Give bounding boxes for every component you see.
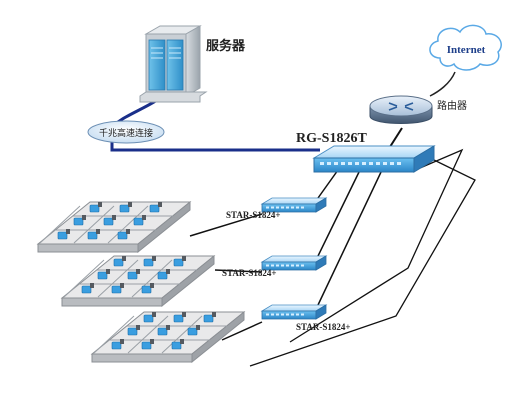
server-label: 服务器 [206,38,246,53]
core-switch-label: RG-S1826T [296,131,367,146]
access-pod-link-2 [214,269,263,273]
access-switch-label: STAR-S1824+ [296,322,350,332]
internet-label: Internet [447,44,486,56]
internet-cloud-icon: Internet [429,24,502,71]
core-access-link-3 [317,169,383,306]
core-access-link-1 [317,169,339,199]
router-label: 路由器 [437,99,467,112]
internet-router-link [429,71,456,97]
workstation-pod [91,311,245,363]
gigabit-link-badge: 千兆高速连接 [87,120,165,144]
core-access-link-2 [317,169,361,257]
core-right-link-2 [249,159,476,367]
access-switch-label: STAR-S1824+ [226,210,280,220]
core-switch-icon [312,145,436,173]
access-pod-link-1 [189,213,263,237]
gigabit-link-label: 千兆高速连接 [99,127,153,139]
access-switch-icon [261,304,327,320]
server-icon [139,25,208,103]
access-pod-link-3 [221,321,263,341]
access-switch-label: STAR-S1824+ [222,268,276,278]
workstation-pod [61,255,215,307]
core-right-link-1 [289,148,464,343]
workstation-pod [37,201,191,253]
router-icon [369,95,433,124]
